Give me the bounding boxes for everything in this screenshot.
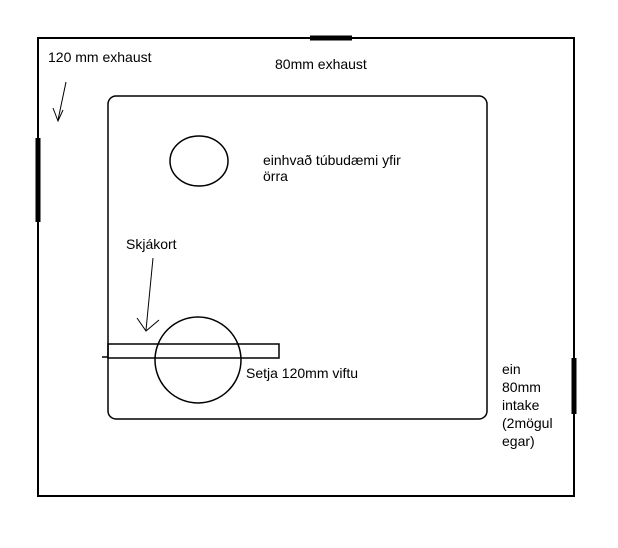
graphics-card [107, 343, 280, 359]
label-intake-line: egar) [502, 433, 535, 449]
cpu-cooler-circle [169, 135, 229, 187]
label-intake-line: 80mm [502, 379, 541, 395]
label-tube-line2: örra [263, 168, 288, 184]
gpu-arrow-head [136, 317, 160, 332]
label-80mm-exhaust: 80mm exhaust [275, 56, 367, 72]
label-intake-line: (2mögul [502, 415, 553, 431]
outer-case-outline [37, 37, 575, 497]
label-gpu: Skjákort [126, 236, 177, 252]
label-fan-120: Setja 120mm viftu [246, 365, 358, 381]
fan-120-circle [154, 316, 242, 404]
label-tube-line1: einhvað túbudæmi yfir [263, 152, 401, 168]
exhaust-arrow-shaft [57, 81, 67, 121]
label-intake-line: ein [502, 361, 521, 377]
label-intake-line: intake [502, 397, 540, 413]
gpu-arrow-shaft [145, 257, 154, 331]
exhaust-arrow-head [52, 107, 64, 123]
label-120mm-exhaust: 120 mm exhaust [48, 49, 152, 65]
motherboard-outline [107, 95, 488, 420]
